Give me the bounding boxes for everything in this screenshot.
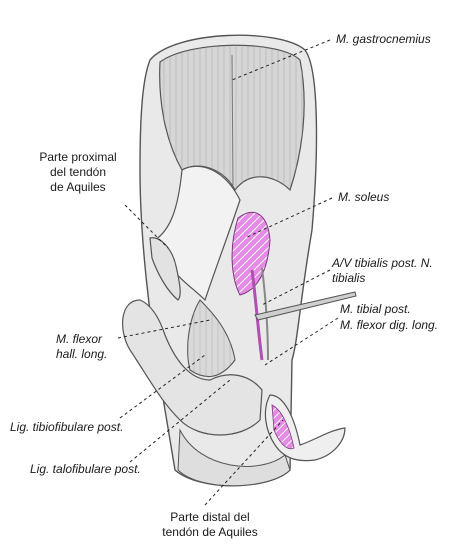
label-flexor-hall: M. flexor hall. long. (56, 332, 108, 361)
label-proximal-tendon: Parte proximal del tendón de Aquiles (39, 150, 117, 194)
heel-bone-region (122, 299, 263, 436)
tendon-curl (149, 237, 181, 301)
probe-instrument (254, 291, 357, 321)
label-lig-talofibulare: Lig. talofibulare post. (30, 462, 141, 476)
label-flexor-dig: M. flexor dig. long. (340, 318, 439, 332)
soleus-muscle (231, 211, 271, 296)
fat-pad (177, 428, 291, 487)
label-soleus: M. soleus (338, 190, 390, 204)
label-lig-tibiofibulare: Lig. tibiofibulare post. (10, 420, 124, 434)
label-gastrocnemius: M. gastrocnemius (336, 32, 431, 46)
label-distal-tendon: Parte distal del tendón de Aquiles (162, 510, 258, 539)
label-tibial-post: M. tibial post. (340, 302, 411, 316)
label-tibialis-vessels: A/V tibialis post. N. tibialis (332, 256, 433, 285)
leader-lines (117, 39, 339, 506)
